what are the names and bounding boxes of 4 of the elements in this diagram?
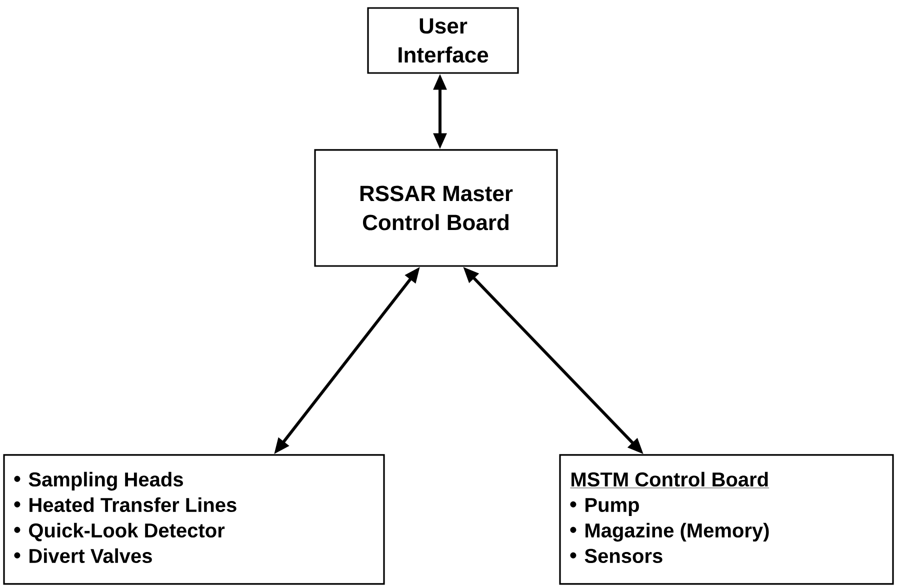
list-box: MSTM Control Board Pump Magazine (Memory) Sensors (559, 454, 894, 585)
process-box: RSSAR Master Control Board (314, 149, 558, 267)
process-box: User Interface (367, 7, 519, 74)
list-box: Sampling Heads Heated Transfer Lines Quick-Look Detector Divert Valves (3, 454, 385, 585)
